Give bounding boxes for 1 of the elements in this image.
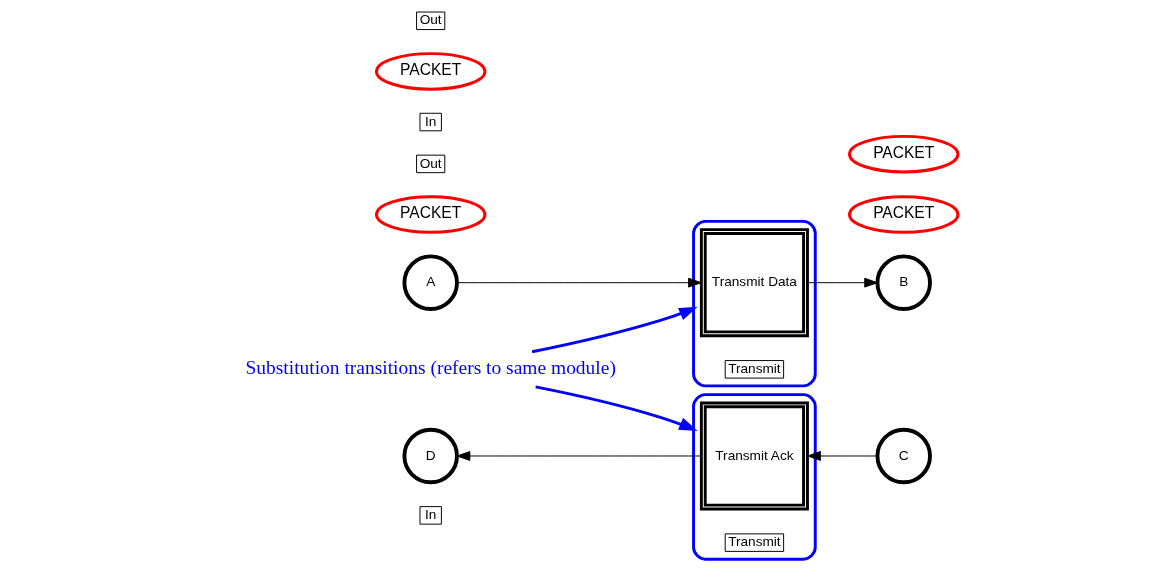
node-text: Substitution transitions (refers to same module) bbox=[244, 357, 616, 379]
